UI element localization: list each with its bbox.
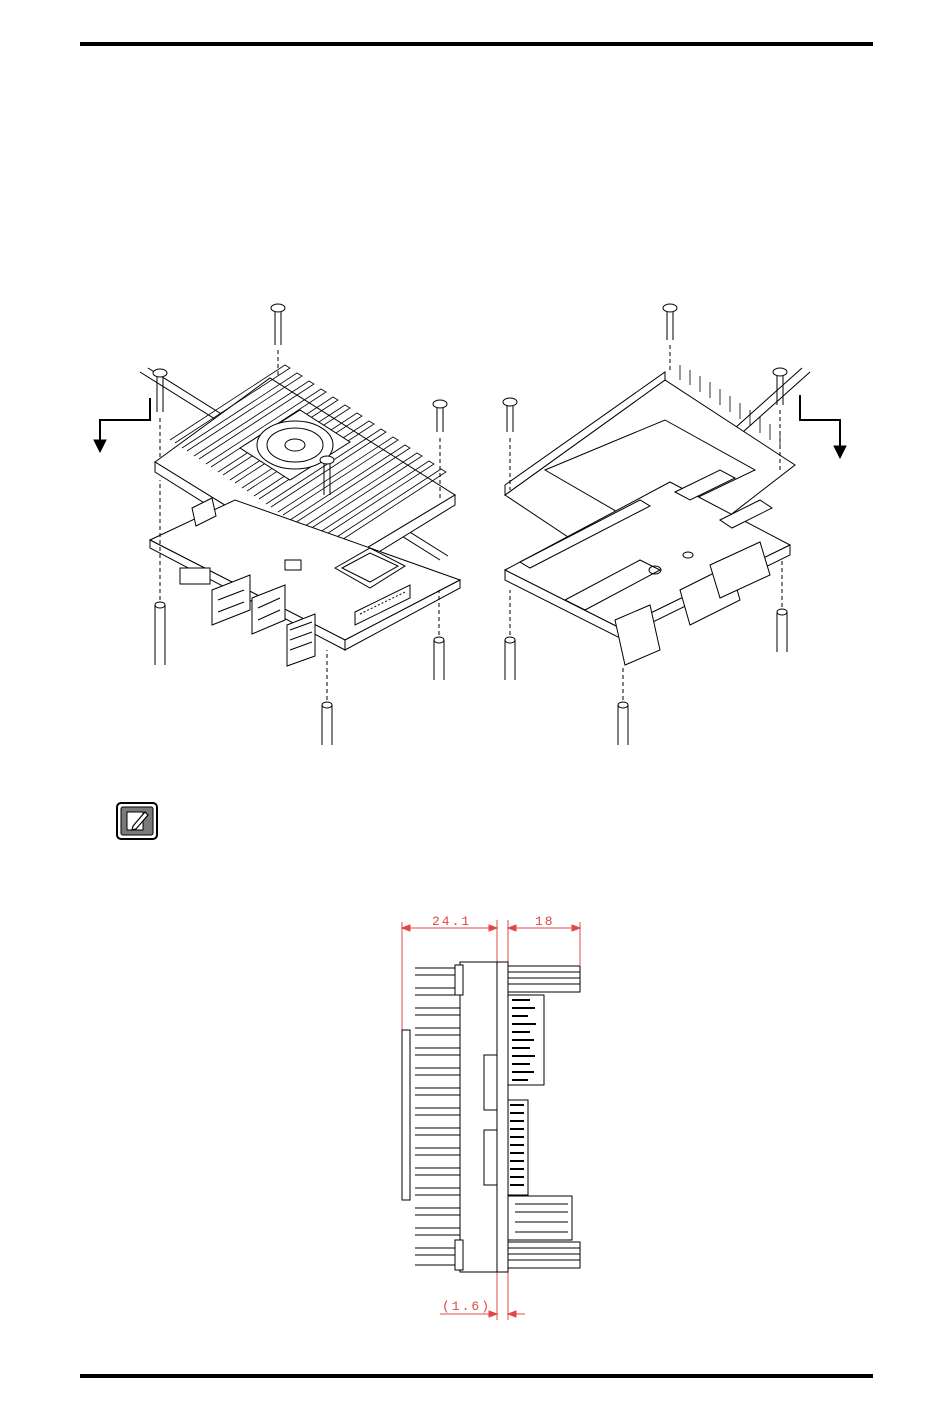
side-view-drawing [402, 962, 580, 1272]
dimension-heatsink-height: 24.1 [432, 914, 471, 929]
footer-rule [80, 1374, 873, 1378]
dimension-board-thickness: (1.6) [442, 1299, 491, 1314]
dimension-bottom-height: 18 [535, 914, 555, 929]
